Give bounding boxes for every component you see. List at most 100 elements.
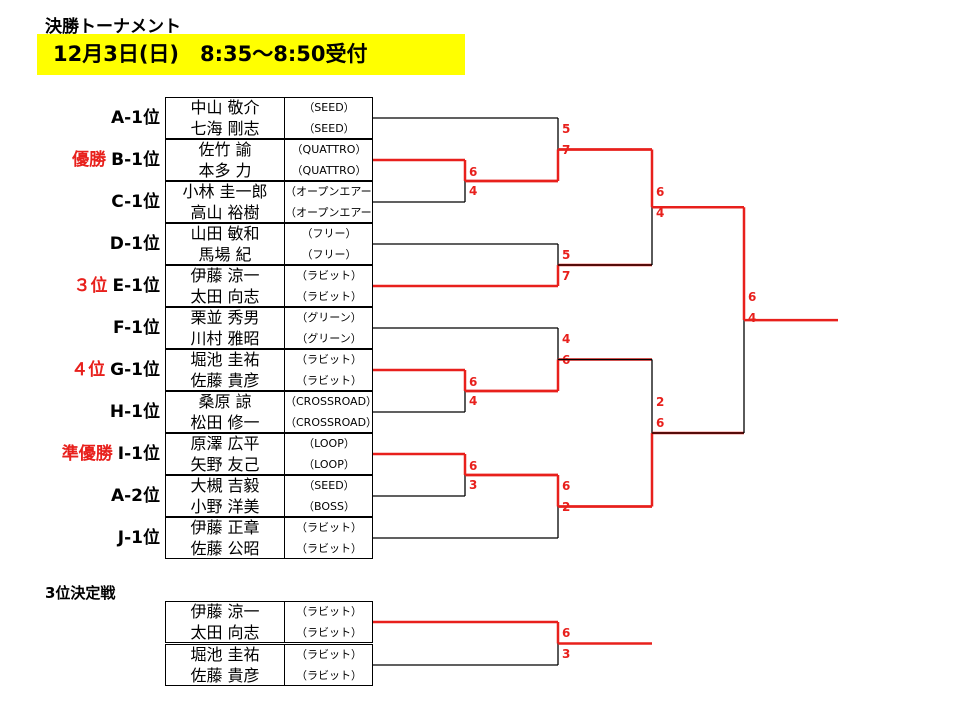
club-name: （オープンエアー）	[285, 206, 373, 219]
third-place-title: 3位決定戦	[45, 584, 116, 602]
column-divider	[284, 266, 285, 306]
team-entry: 栗並 秀男（グリーン）川村 雅昭（グリーン）	[165, 307, 373, 349]
club-name: （QUATTRO）	[291, 164, 367, 177]
score-r1-bc-top: 6	[469, 165, 477, 179]
seed-text: H-1位	[109, 402, 160, 422]
club-name: （フリー）	[301, 227, 357, 240]
player-name: 高山 裕樹	[190, 203, 260, 222]
score-r2-de-bottom: 7	[562, 269, 570, 283]
session-banner: 12月3日(日) 8:35～8:50受付	[37, 34, 465, 75]
club-name: （ラビット）	[296, 542, 362, 555]
score-r1-ia-top: 6	[469, 459, 477, 473]
club-name: （SEED）	[303, 101, 355, 114]
club-name: （グリーン）	[296, 332, 362, 345]
player-name: 七海 剛志	[190, 119, 260, 138]
club-name: （ラビット）	[296, 353, 362, 366]
player-name: 佐藤 貴彦	[190, 666, 260, 685]
seed-text: A-1位	[110, 108, 160, 128]
team-entry: 桑原 諒（CROSSROAD）松田 修一（CROSSROAD）	[165, 391, 373, 433]
column-divider	[284, 308, 285, 348]
score-sf-top-top: 6	[656, 185, 664, 199]
column-divider	[284, 224, 285, 264]
team-entry: 大槻 吉毅（SEED）小野 洋美（BOSS）	[165, 475, 373, 517]
club-name: （ラビット）	[296, 521, 362, 534]
score-third-top: 6	[562, 626, 570, 640]
player-name: 馬場 紀	[198, 245, 252, 264]
column-divider	[284, 518, 285, 558]
club-name: （CROSSROAD）	[285, 416, 373, 429]
player-name: 栗並 秀男	[190, 308, 260, 327]
player-name: 太田 向志	[190, 623, 260, 642]
score-r1-gh-top: 6	[469, 375, 477, 389]
seed-label: F-1位	[0, 307, 160, 349]
score-r1-bc-bottom: 4	[469, 184, 477, 198]
score-third-bottom: 3	[562, 647, 570, 661]
club-name: （QUATTRO）	[291, 143, 367, 156]
player-name: 小野 洋美	[190, 497, 260, 516]
column-divider	[284, 434, 285, 474]
column-divider	[284, 98, 285, 138]
player-name: 原澤 広平	[190, 434, 260, 453]
score-final-bottom: 4	[748, 311, 756, 325]
club-name: （ラビット）	[296, 290, 362, 303]
seed-text: D-1位	[109, 234, 160, 254]
column-divider	[284, 350, 285, 390]
score-sf-bottom-top: 2	[656, 395, 664, 409]
player-name: 大槻 吉毅	[190, 476, 260, 495]
seed-text: I-1位	[117, 444, 160, 464]
player-name: 山田 敏和	[190, 224, 260, 243]
placement-badge: 準優勝	[61, 444, 113, 464]
score-sf-top-bottom: 4	[656, 206, 664, 220]
club-name: （ラビット）	[296, 648, 362, 661]
column-divider	[284, 182, 285, 222]
player-name: 佐藤 公昭	[190, 539, 260, 558]
team-entry: 伊藤 涼一 （ラビット） 太田 向志 （ラビット）	[165, 601, 373, 643]
team-entry: 原澤 広平 （LOOP） 矢野 友己 （LOOP）	[165, 433, 373, 475]
score-r1-ia-bottom: 3	[469, 478, 477, 492]
player-name: 伊藤 涼一	[190, 602, 260, 621]
column-divider	[284, 476, 285, 516]
score-final-top: 6	[748, 290, 756, 304]
player-name: 伊藤 正章	[190, 518, 260, 537]
club-name: （ラビット）	[296, 669, 362, 682]
club-name: （ラビット）	[296, 269, 362, 282]
page-title: 決勝トーナメント	[45, 17, 181, 37]
player-name: 矢野 友己	[190, 455, 260, 474]
seed-label: A-2位	[0, 475, 160, 517]
player-name: 佐藤 貴彦	[190, 371, 260, 390]
column-divider	[284, 140, 285, 180]
player-name: 伊藤 涼一	[190, 266, 260, 285]
player-name: 中山 敬介	[190, 98, 260, 117]
club-name: （LOOP）	[303, 437, 355, 450]
seed-text: F-1位	[113, 318, 160, 338]
score-r2-ab-top: 5	[562, 122, 570, 136]
column-divider	[284, 392, 285, 432]
player-name: 堀池 圭祐	[190, 645, 260, 664]
club-name: （オープンエアー）	[285, 185, 373, 198]
score-r2-fg-top: 4	[562, 332, 570, 346]
club-name: （ラビット）	[296, 605, 362, 618]
team-entry: 山田 敏和 （フリー） 馬場 紀 （フリー）	[165, 223, 373, 265]
placement-badge: 優勝	[72, 150, 107, 170]
club-name: （BOSS）	[303, 500, 355, 513]
club-name: （グリーン）	[296, 311, 362, 324]
club-name: （フリー）	[301, 248, 357, 261]
seed-text: G-1位	[110, 360, 160, 380]
player-name: 松田 修一	[190, 413, 260, 432]
player-name: 本多 力	[198, 161, 252, 180]
seed-label: J-1位	[0, 517, 160, 559]
score-r2-ij-top: 6	[562, 479, 570, 493]
club-name: （LOOP）	[303, 458, 355, 471]
club-name: （ラビット）	[296, 626, 362, 639]
seed-text: C-1位	[111, 192, 160, 212]
player-name: 堀池 圭祐	[190, 350, 260, 369]
seed-label: A-1位	[0, 97, 160, 139]
team-entry: 中山 敬介（SEED）七海 剛志（SEED）	[165, 97, 373, 139]
team-entry: 伊藤 涼一（ラビット）太田 向志（ラビット）	[165, 265, 373, 307]
team-entry: 伊藤 正章 （ラビット） 佐藤 公昭 （ラビット）	[165, 517, 373, 559]
score-r1-gh-bottom: 4	[469, 394, 477, 408]
score-r2-de-top: 5	[562, 248, 570, 262]
